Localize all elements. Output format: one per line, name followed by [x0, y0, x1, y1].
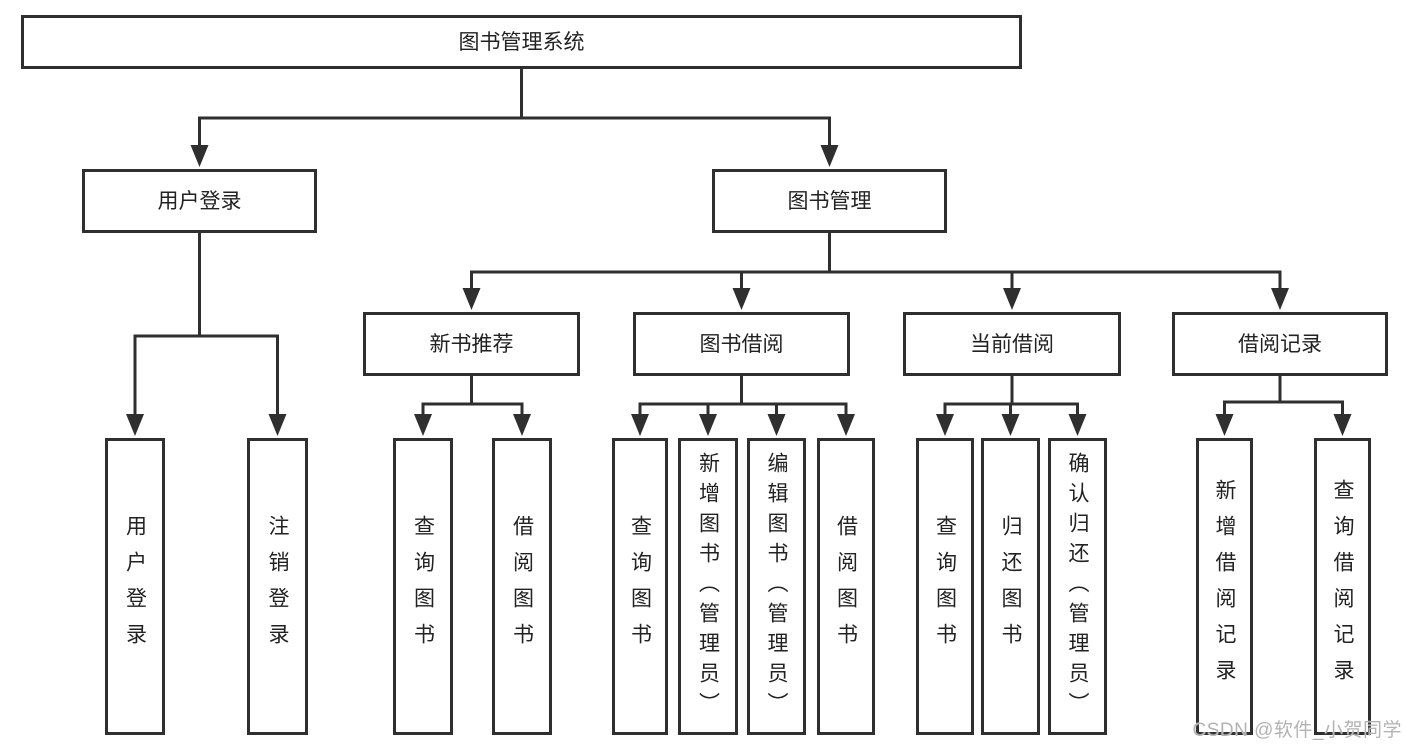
leaf-confirm-return-admin: 确认归还（管理员）: [1048, 438, 1107, 735]
leaf-logout: 注销登录: [247, 438, 308, 735]
leaf-rec-query-books: 查询图书: [393, 438, 453, 735]
arrowhead: [820, 145, 839, 167]
connector-root-to-level2: [190, 69, 839, 167]
arrowhead: [1333, 414, 1352, 436]
arrowhead: [1001, 414, 1020, 436]
leaf-add-books-admin: 新增图书（管理员）: [678, 438, 738, 735]
connector-borrow-to-children: [631, 376, 855, 436]
arrowhead: [190, 145, 209, 167]
arrowhead: [1271, 288, 1289, 310]
leaf-borrow-books-label: 借阅图书: [834, 514, 858, 659]
leaf-add-books-admin-label: 新增图书（管理员）: [696, 451, 720, 722]
arrowhead: [268, 414, 287, 436]
csdn-watermark: CSDN @软件_小贺同学: [1192, 720, 1402, 741]
leaf-borrow-query-books-label: 查询图书: [628, 514, 652, 659]
arrowhead: [126, 414, 144, 436]
leaf-rec-borrow-books: 借阅图书: [492, 438, 552, 735]
leaf-rec-borrow-books-label: 借阅图书: [510, 514, 534, 659]
arrowhead: [837, 414, 855, 436]
leaf-add-borrow-record-label: 新增借阅记录: [1213, 478, 1236, 695]
connector-login-to-children: [126, 233, 287, 436]
node-borrowing-records: 借阅记录: [1172, 312, 1388, 376]
node-root: 图书管理系统: [21, 15, 1022, 69]
leaf-edit-books-admin-label: 编辑图书（管理员）: [765, 451, 788, 722]
node-borrowing-records-label: 借阅记录: [1238, 332, 1322, 356]
connector-rec-to-children: [414, 376, 531, 436]
leaf-query-borrow-record-label: 查询借阅记录: [1331, 478, 1354, 695]
arrowhead: [631, 414, 649, 436]
arrowhead: [699, 414, 717, 436]
leaf-user-login: 用户登录: [105, 438, 165, 735]
leaf-borrow-books: 借阅图书: [817, 438, 875, 735]
node-user-login: 用户登录: [82, 169, 317, 233]
leaf-current-query-books: 查询图书: [916, 438, 974, 735]
node-new-book-recommend: 新书推荐: [363, 312, 580, 376]
node-root-label: 图书管理系统: [458, 30, 585, 54]
node-book-management: 图书管理: [712, 169, 947, 233]
leaf-user-login-label: 用户登录: [123, 514, 147, 659]
node-current-borrowing: 当前借阅: [903, 312, 1121, 376]
arrowhead: [767, 414, 786, 436]
leaf-current-query-books-label: 查询图书: [933, 514, 957, 659]
leaf-return-books-label: 归还图书: [999, 514, 1022, 659]
leaf-add-borrow-record: 新增借阅记录: [1196, 438, 1253, 735]
connector-current-to-children: [936, 376, 1087, 436]
connector-record-to-children: [1215, 376, 1352, 436]
leaf-logout-label: 注销登录: [266, 514, 289, 659]
leaf-return-books: 归还图书: [981, 438, 1040, 735]
node-book-borrowing: 图书借阅: [633, 312, 850, 376]
leaf-edit-books-admin: 编辑图书（管理员）: [747, 438, 806, 735]
arrowhead: [1068, 414, 1087, 436]
node-current-borrowing-label: 当前借阅: [970, 332, 1054, 356]
node-book-management-label: 图书管理: [787, 189, 872, 213]
node-new-book-recommend-label: 新书推荐: [429, 332, 514, 356]
arrowhead: [732, 288, 751, 310]
arrowhead: [936, 414, 954, 436]
leaf-confirm-return-admin-label: 确认归还（管理员）: [1066, 451, 1089, 722]
arrowhead: [414, 414, 432, 436]
node-user-login-label: 用户登录: [157, 189, 242, 213]
node-book-borrowing-label: 图书借阅: [699, 332, 784, 356]
arrowhead: [513, 414, 531, 436]
arrowhead: [1215, 414, 1234, 436]
leaf-borrow-query-books: 查询图书: [612, 438, 668, 735]
arrowhead: [1003, 288, 1021, 310]
leaf-rec-query-books-label: 查询图书: [411, 514, 435, 659]
leaf-query-borrow-record: 查询借阅记录: [1314, 438, 1371, 735]
connector-mgmt-to-level3: [462, 233, 1289, 310]
arrowhead: [462, 288, 481, 310]
